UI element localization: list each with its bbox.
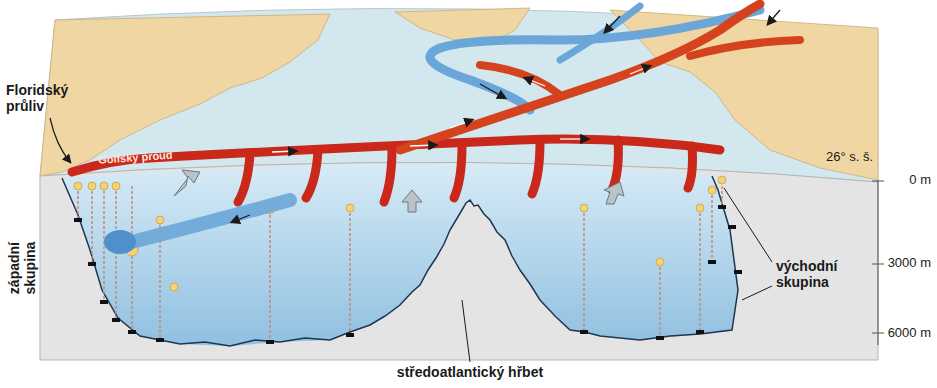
- ridge-label: středoatlantický hřbet: [330, 364, 610, 380]
- depth-label: 3000 m: [883, 256, 931, 271]
- latitude-label: 26° s. š.: [826, 150, 886, 165]
- depth-label: 6000 m: [883, 326, 931, 341]
- strait-label: Floridský průliv: [6, 82, 88, 114]
- depth-label: 0 m: [883, 173, 931, 188]
- group-label: západní skupina: [6, 223, 38, 313]
- group-label: východní skupina: [776, 258, 868, 290]
